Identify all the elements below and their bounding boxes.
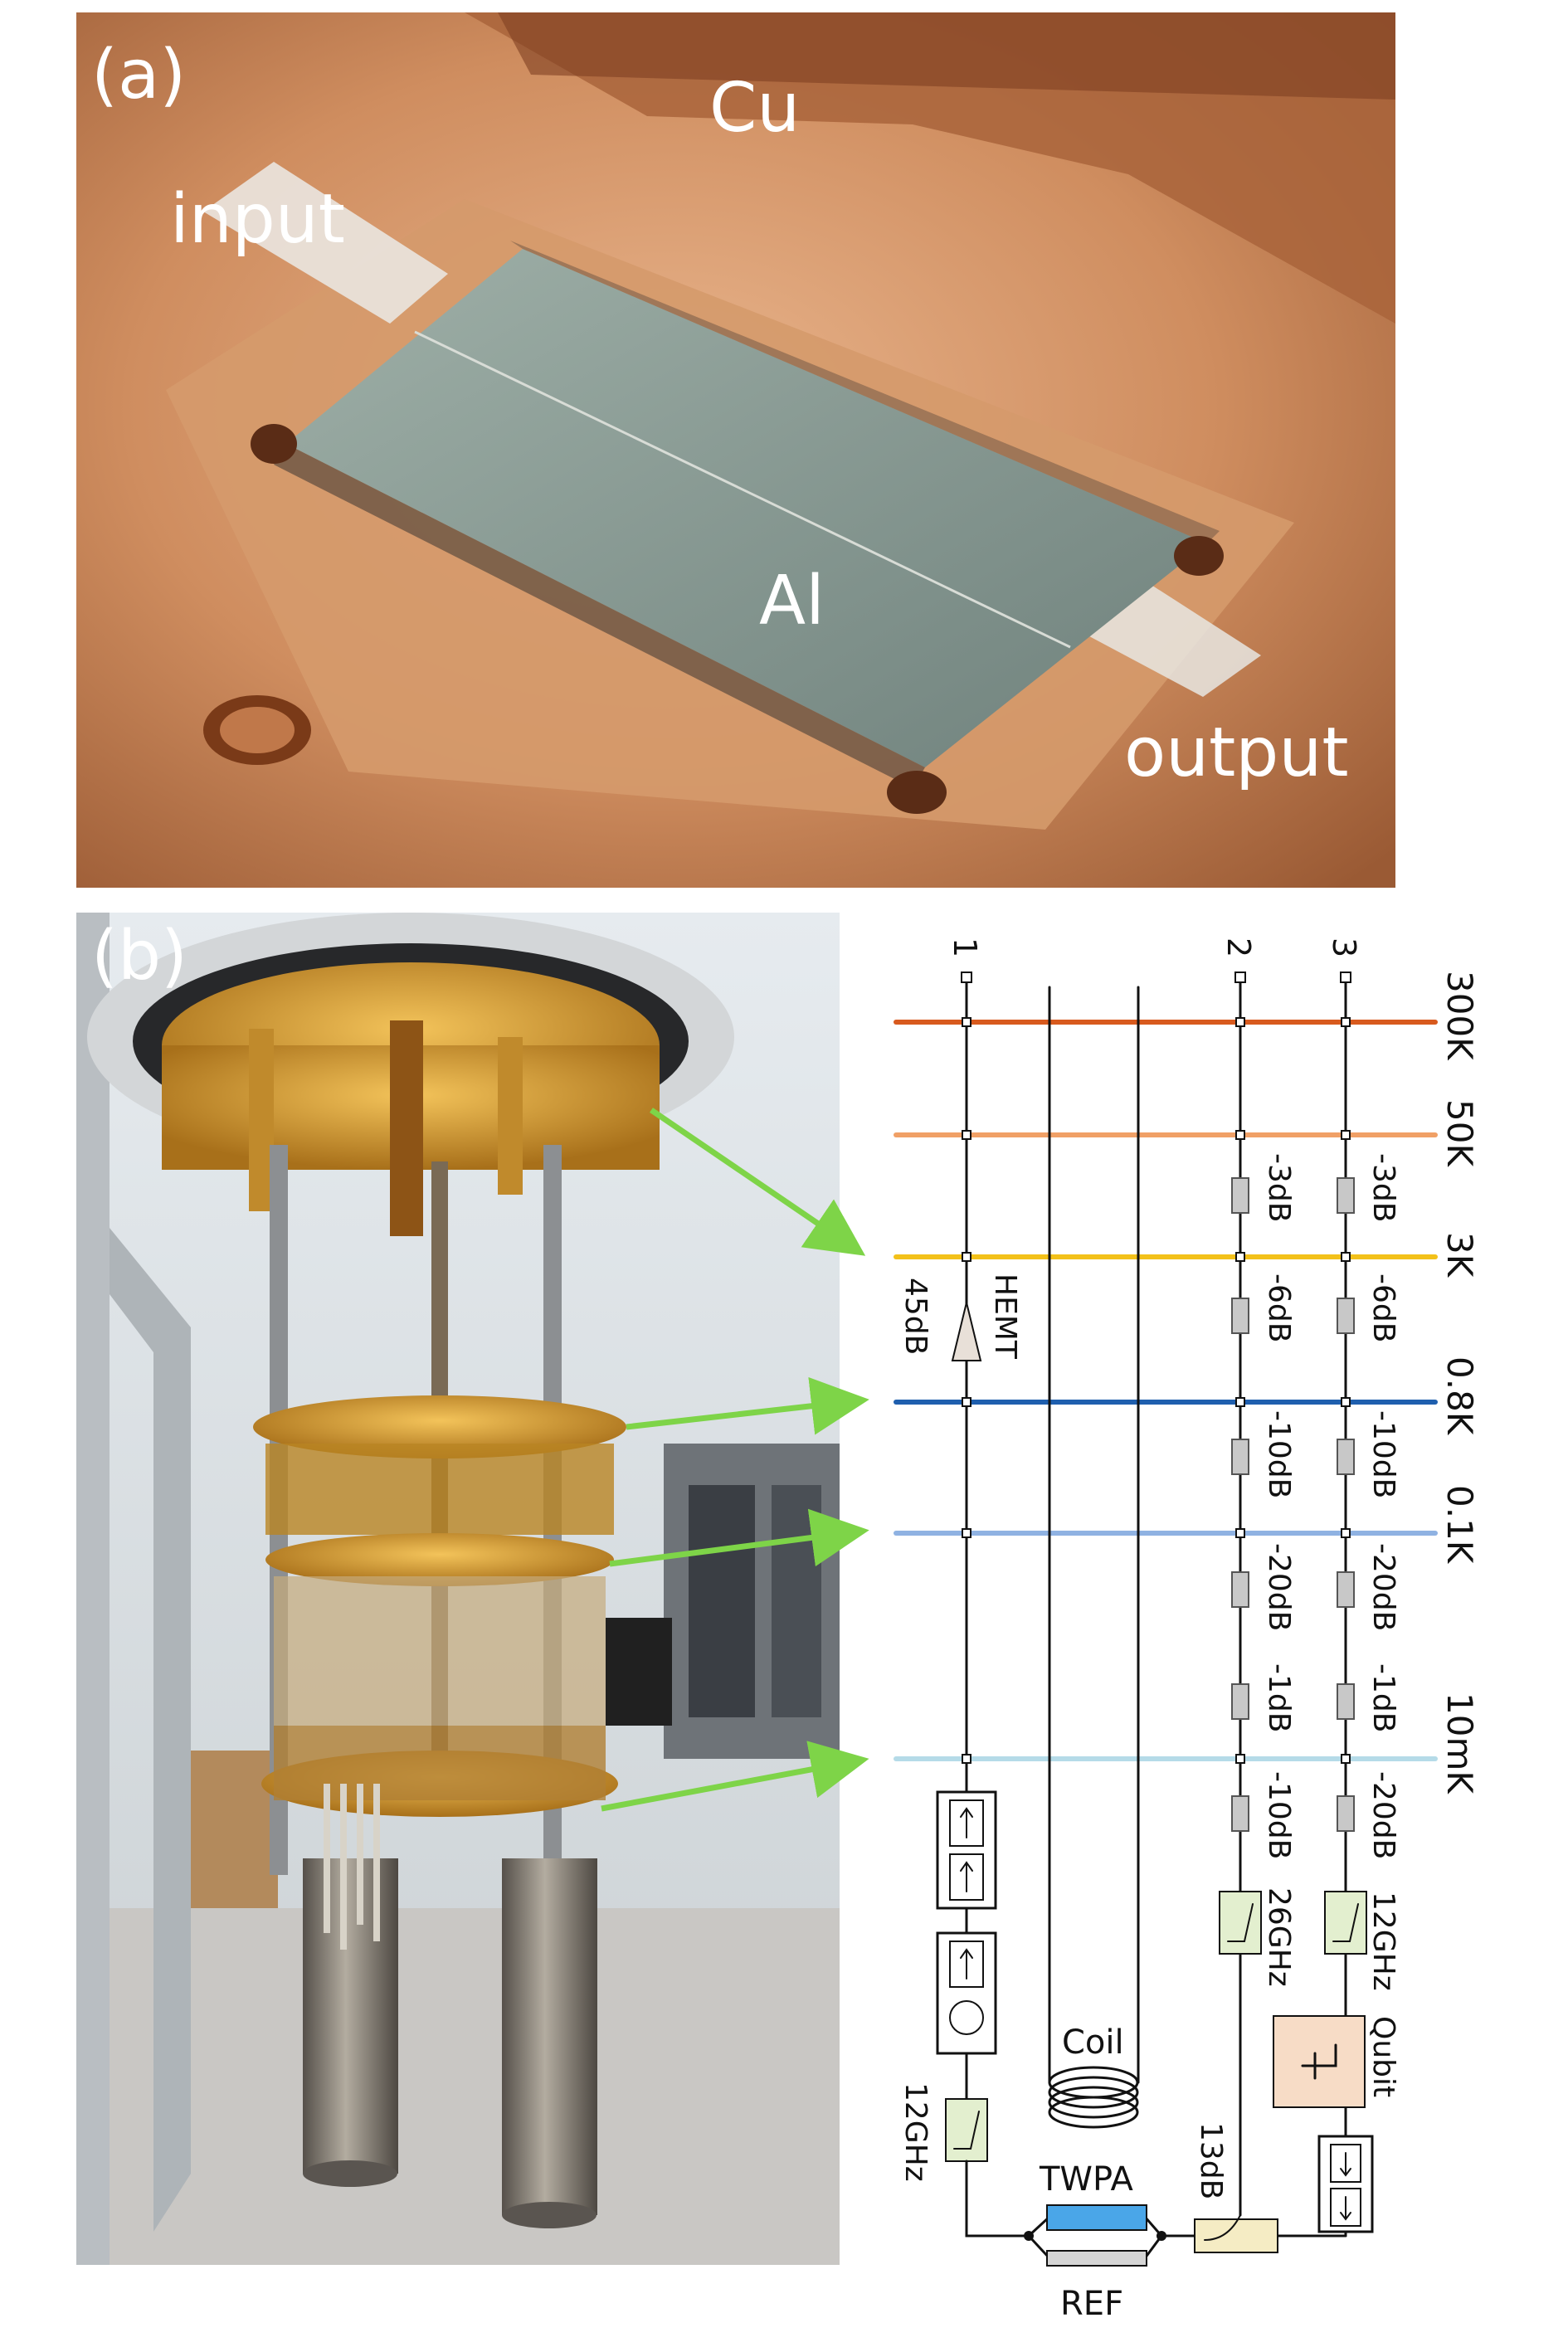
panel-a-photo bbox=[76, 12, 1395, 888]
panel-b-label: (b) bbox=[91, 917, 187, 996]
attenuator-2 bbox=[1231, 1177, 1249, 1214]
line1-atten-20db-b: -20dB bbox=[1366, 1771, 1400, 1859]
panel-a-label: (a) bbox=[91, 36, 186, 114]
wiring-diagram bbox=[894, 971, 1438, 2267]
screw-hole bbox=[251, 424, 297, 464]
attenuator-2 bbox=[1231, 1683, 1249, 1720]
coupler-label: 13dB bbox=[1194, 2122, 1228, 2199]
hemt-amplifier-icon bbox=[951, 1302, 982, 1361]
screw-hole bbox=[1174, 536, 1224, 576]
screw-hole bbox=[887, 771, 947, 814]
stage-label-3k: 3K bbox=[1439, 1232, 1480, 1278]
line-number-1: 3 bbox=[1326, 937, 1362, 957]
line-number-2: 2 bbox=[1220, 937, 1257, 957]
line1-atten-1db: -1dB bbox=[1366, 1663, 1400, 1732]
attenuator-1 bbox=[1337, 1298, 1355, 1334]
line1-atten-6db: -6dB bbox=[1366, 1273, 1400, 1342]
attenuator-1 bbox=[1337, 1439, 1355, 1475]
attenuator-1 bbox=[1337, 1795, 1355, 1832]
line2-atten-6db: -6dB bbox=[1262, 1273, 1296, 1342]
stage-arrows bbox=[601, 1108, 869, 1812]
attenuator-1 bbox=[1337, 1683, 1355, 1720]
attenuator-2 bbox=[1231, 1795, 1249, 1832]
coil-icon bbox=[1048, 2066, 1139, 2129]
arrow-0-8k bbox=[626, 1376, 869, 1435]
filter-box-3 bbox=[945, 2098, 988, 2162]
arrow-10mk bbox=[601, 1741, 869, 1812]
directional-coupler bbox=[1194, 2218, 1278, 2253]
cardboard-box bbox=[187, 1751, 278, 1908]
output-label: output bbox=[1124, 713, 1348, 792]
attenuator-2 bbox=[1231, 1298, 1249, 1334]
attenuator-1 bbox=[1337, 1571, 1355, 1608]
line1-atten-3db: -3dB bbox=[1366, 1153, 1400, 1222]
hemt-gain-label: 45dB bbox=[898, 1278, 933, 1355]
stage-label-0-8k: 0.8K bbox=[1439, 1356, 1480, 1436]
line1-filter-label: 12GHz bbox=[1366, 1892, 1400, 1991]
monitor bbox=[606, 1618, 672, 1726]
shield-can bbox=[502, 1858, 597, 2215]
stage-label-0-1k: 0.1K bbox=[1439, 1485, 1480, 1565]
line2-atten-10db: -10dB bbox=[1262, 1410, 1296, 1498]
al-label: Al bbox=[759, 562, 825, 640]
line2-atten-3db: -3dB bbox=[1262, 1153, 1296, 1222]
panel-b-photo bbox=[76, 913, 840, 2265]
al-chip bbox=[286, 249, 1207, 767]
arrow-3k bbox=[650, 1108, 866, 1256]
plate-0-1k bbox=[265, 1533, 614, 1586]
hemt-label: HEMT bbox=[988, 1273, 1022, 1360]
line2-atten-10db-b: -10dB bbox=[1262, 1771, 1296, 1859]
input-label: input bbox=[170, 180, 345, 259]
attenuator-1 bbox=[1337, 1177, 1355, 1214]
line2-atten-1db: -1dB bbox=[1262, 1663, 1296, 1732]
filter-box-2 bbox=[1219, 1891, 1262, 1955]
qubit-box bbox=[1273, 2015, 1366, 2108]
arrow-0-1k bbox=[609, 1508, 869, 1567]
attenuator-2 bbox=[1231, 1571, 1249, 1608]
line2-filter-label: 26GHz bbox=[1262, 1887, 1296, 1987]
line1-atten-10db: -10dB bbox=[1366, 1410, 1400, 1498]
line1-atten-20db: -20dB bbox=[1366, 1543, 1400, 1631]
coil-label: Coil bbox=[1062, 2023, 1124, 2062]
ref-label: REF bbox=[1060, 2285, 1123, 2323]
plate-0-8k bbox=[253, 1395, 626, 1458]
ref-box bbox=[1046, 2250, 1147, 2267]
stage-label-10mk: 10mK bbox=[1439, 1692, 1480, 1794]
attenuator-2 bbox=[1231, 1439, 1249, 1475]
diagram-labels: 1 2 3 300K 50K 3K 0.8K 0.1K 10mK -3dB -6… bbox=[898, 937, 1480, 2323]
line2-atten-20db: -20dB bbox=[1262, 1543, 1296, 1631]
stage-label-300k: 300K bbox=[1439, 971, 1480, 1061]
stage-label-50k: 50K bbox=[1439, 1099, 1480, 1167]
shield-can bbox=[303, 1858, 398, 2174]
twpa-box bbox=[1046, 2204, 1147, 2231]
line3-filter-label: 12GHz bbox=[898, 2082, 933, 2182]
twpa-label: TWPA bbox=[1039, 2160, 1134, 2199]
qubit-label: Qubit bbox=[1366, 2016, 1400, 2097]
filter-box-1 bbox=[1324, 1891, 1367, 1955]
line-number-3: 1 bbox=[947, 937, 983, 957]
cu-label: Cu bbox=[709, 69, 800, 148]
